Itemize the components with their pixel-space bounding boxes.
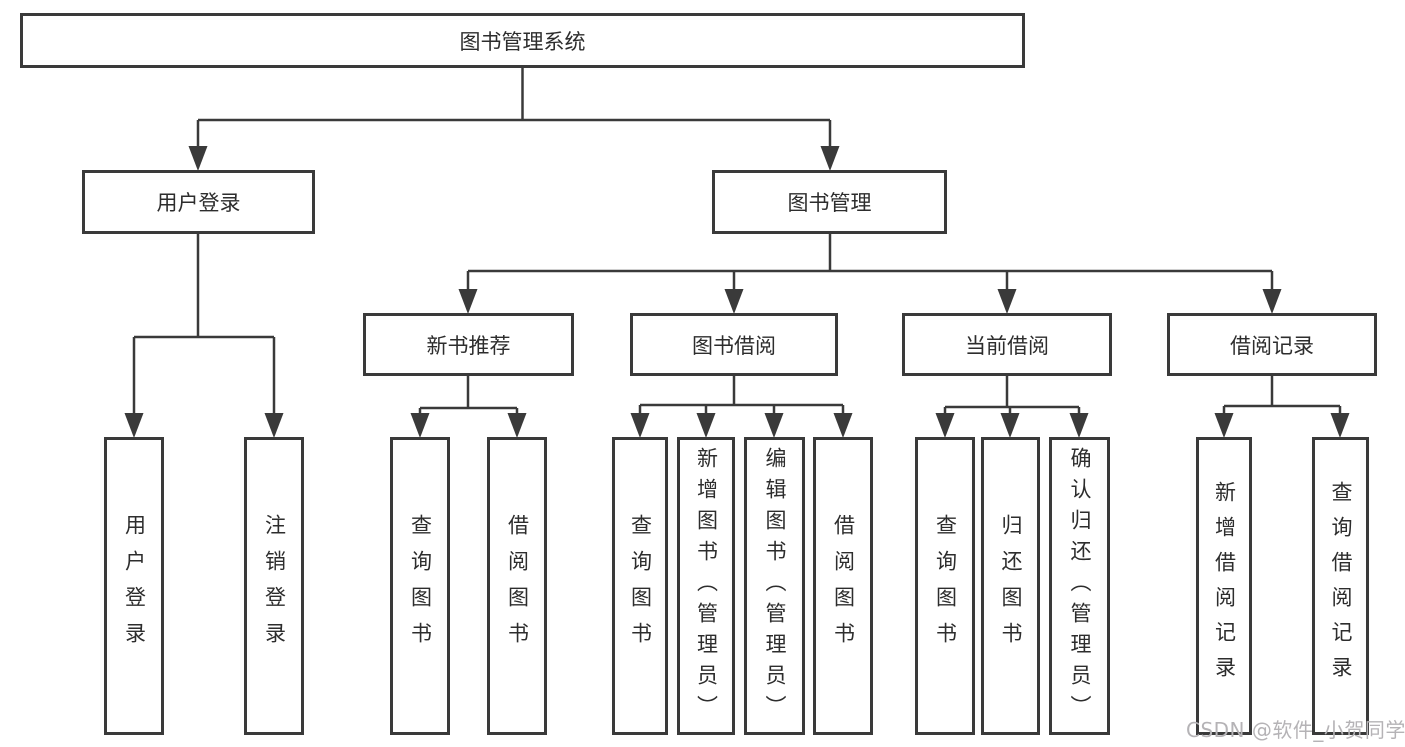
node-label: 用户登录 — [122, 514, 147, 658]
node-label: 查询图书 — [408, 514, 433, 658]
leaf-query-borrow-record: 查询借阅记录 — [1312, 437, 1369, 735]
node-label: 查询图书 — [628, 514, 653, 658]
node-user-login-branch: 用户登录 — [82, 170, 315, 234]
leaf-borrow-books-newbook: 借阅图书 — [487, 437, 547, 735]
node-book-management-branch: 图书管理 — [712, 170, 947, 234]
leaf-confirm-return-admin: 确认归还（管理员） — [1049, 437, 1110, 735]
node-label: 新增借阅记录 — [1212, 481, 1237, 691]
node-label: 查询借阅记录 — [1329, 481, 1353, 691]
node-new-book-recommend: 新书推荐 — [363, 313, 574, 376]
leaf-user-login: 用户登录 — [104, 437, 164, 735]
leaf-edit-books-admin: 编辑图书（管理员） — [744, 437, 805, 735]
leaf-query-books-newbook: 查询图书 — [390, 437, 450, 735]
node-borrowing-records: 借阅记录 — [1167, 313, 1377, 376]
leaf-query-books-borrow: 查询图书 — [612, 437, 668, 735]
leaf-add-borrow-record: 新增借阅记录 — [1196, 437, 1252, 735]
node-book-borrowing: 图书借阅 — [630, 313, 838, 376]
leaf-add-books-admin: 新增图书（管理员） — [677, 437, 735, 735]
node-label: 图书借阅 — [692, 333, 776, 358]
node-current-borrowing: 当前借阅 — [902, 313, 1112, 376]
node-label: 归还图书 — [999, 514, 1023, 658]
node-label: 编辑图书（管理员） — [763, 446, 787, 726]
node-label: 当前借阅 — [965, 333, 1049, 358]
node-label: 用户登录 — [156, 191, 241, 215]
node-label: 查询图书 — [933, 514, 958, 658]
leaf-query-books-current: 查询图书 — [915, 437, 975, 735]
node-label: 借阅图书 — [831, 514, 856, 658]
node-label: 借阅图书 — [505, 514, 530, 658]
node-label: 新增图书（管理员） — [694, 446, 719, 726]
node-label: 新书推荐 — [426, 333, 511, 358]
leaf-logout: 注销登录 — [244, 437, 304, 735]
node-label: 图书管理 — [787, 191, 872, 215]
leaf-return-books: 归还图书 — [981, 437, 1040, 735]
node-library-system: 图书管理系统 — [20, 13, 1025, 68]
node-label: 借阅记录 — [1230, 333, 1314, 358]
leaf-borrow-books: 借阅图书 — [813, 437, 873, 735]
node-label: 注销登录 — [262, 514, 287, 658]
node-label: 确认归还（管理员） — [1068, 446, 1092, 726]
csdn-watermark: CSDN @软件_小贺同学 — [1186, 718, 1405, 742]
node-label: 图书管理系统 — [459, 29, 586, 54]
arrowheads — [124, 146, 1350, 438]
